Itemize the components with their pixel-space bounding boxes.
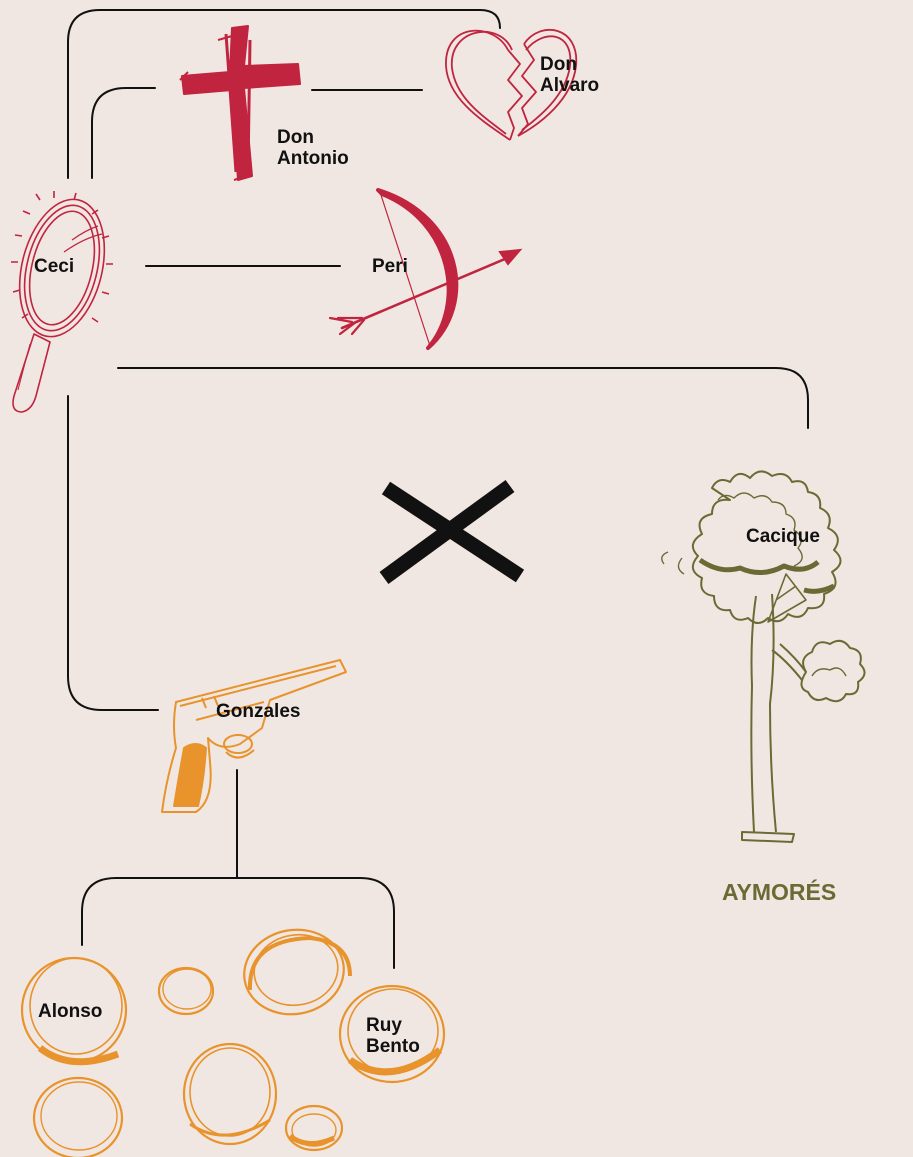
cross-icon bbox=[179, 25, 301, 181]
connector-ceci-cacique bbox=[117, 367, 809, 429]
node-label-ruy-bento-line2: Bento bbox=[366, 1036, 420, 1057]
connector-ceci-don-antonio bbox=[91, 87, 156, 179]
node-label-don-antonio-line1: Don bbox=[277, 127, 314, 148]
node-label-alonso: Alonso bbox=[38, 1001, 103, 1022]
node-label-don-alvaro: Don Alvaro bbox=[540, 54, 599, 96]
cross-mark-icon bbox=[379, 479, 525, 585]
connector-ceci-gonzales bbox=[67, 395, 159, 711]
node-label-ceci: Ceci bbox=[34, 256, 75, 277]
connector-ceci-don-alvaro bbox=[67, 9, 501, 179]
node-label-don-antonio: Don Antonio bbox=[277, 127, 349, 169]
tree-icon bbox=[661, 470, 866, 843]
node-label-ruy-bento: Ruy Bento bbox=[366, 1015, 420, 1057]
node-label-peri: Peri bbox=[372, 256, 408, 277]
group-label-aymores: AYMORÉS bbox=[722, 879, 837, 905]
broken-heart-icon bbox=[445, 29, 577, 141]
connectors bbox=[67, 9, 809, 969]
bow-and-arrow-icon bbox=[328, 188, 523, 350]
hand-mirror-icon bbox=[11, 191, 113, 413]
node-label-cacique: Cacique bbox=[746, 526, 820, 547]
revolver-icon bbox=[161, 659, 347, 813]
node-label-don-alvaro-line1: Don bbox=[540, 54, 577, 75]
node-label-don-alvaro-line2: Alvaro bbox=[540, 75, 600, 96]
coin-icon bbox=[20, 928, 446, 1157]
node-label-gonzales: Gonzales bbox=[216, 701, 301, 722]
connector-gonzales-children bbox=[81, 877, 395, 969]
node-label-ruy-bento-line1: Ruy bbox=[366, 1015, 402, 1036]
node-label-don-antonio-line2: Antonio bbox=[277, 148, 349, 169]
